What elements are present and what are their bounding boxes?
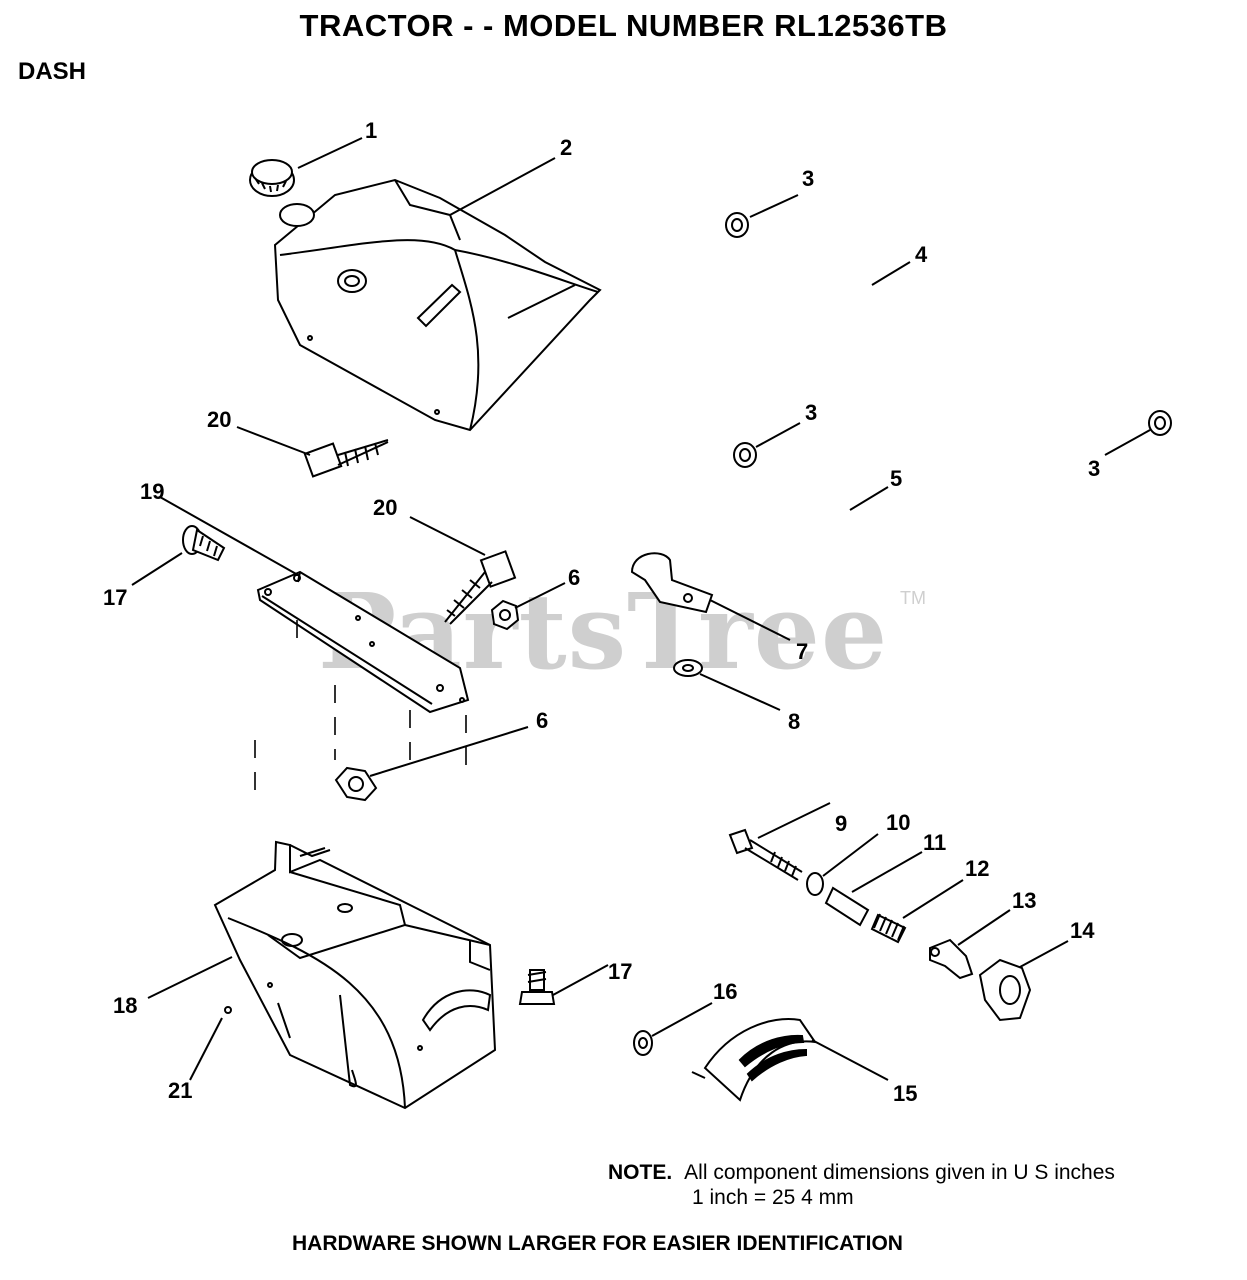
- dimension-note: NOTE. All component dimensions given in U…: [608, 1160, 1115, 1210]
- footer-caption: HARDWARE SHOWN LARGER FOR EASIER IDENTIF…: [292, 1232, 903, 1255]
- callout-17: 17: [103, 585, 127, 610]
- callout-20: 20: [207, 407, 231, 432]
- callout-6: 6: [536, 708, 548, 733]
- part-screw: [303, 439, 517, 625]
- part-washer: [673, 659, 703, 677]
- part-bolt-long: [728, 828, 803, 881]
- part-spacer: [824, 886, 870, 927]
- part-dash-panel: [213, 840, 497, 1110]
- callout-7: 7: [796, 639, 808, 664]
- page-title: TRACTOR - - MODEL NUMBER RL12536TB: [299, 8, 948, 43]
- callout-11: 11: [923, 830, 946, 855]
- part-bolt-lower: [518, 969, 556, 1005]
- callout-15: 15: [893, 1081, 917, 1106]
- callout-4: 4: [915, 242, 928, 267]
- callout-9: 9: [835, 811, 847, 836]
- callout-19: 19: [140, 479, 164, 504]
- part-fuel-tank: [273, 178, 602, 432]
- watermark-tm: TM: [900, 588, 926, 608]
- callout-12: 12: [965, 856, 989, 881]
- callout-16: 16: [713, 979, 737, 1004]
- callout-18: 18: [113, 993, 137, 1018]
- callout-5: 5: [890, 466, 902, 491]
- alignment-lines: [254, 620, 467, 800]
- part-hose-clamp: [725, 212, 1172, 468]
- callout-3: 3: [802, 166, 814, 191]
- part-gas-cap: [249, 159, 295, 197]
- callout-6: 6: [568, 565, 580, 590]
- callout-17: 17: [608, 959, 632, 984]
- part-bracket: [256, 570, 470, 714]
- part-p-clip: [630, 552, 714, 614]
- callout-14: 14: [1070, 918, 1095, 943]
- callout-20: 20: [373, 495, 397, 520]
- callout-1: 1: [365, 118, 377, 143]
- part-washer-small: [806, 872, 824, 896]
- note-line-2: 1 inch = 25 4 mm: [692, 1186, 854, 1209]
- part-clip: [929, 938, 974, 980]
- part-bolt: [182, 525, 226, 562]
- part-lock-nut: [633, 1030, 653, 1056]
- section-title: DASH: [18, 58, 87, 85]
- callout-13: 13: [1012, 888, 1036, 913]
- part-quadrant: [691, 1018, 818, 1102]
- callout-21: 21: [168, 1078, 192, 1103]
- callout-2: 2: [560, 135, 572, 160]
- callout-10: 10: [886, 810, 910, 835]
- part-knob-mount: [978, 958, 1032, 1022]
- part-nut: [334, 599, 520, 802]
- part-pin: [224, 1006, 232, 1014]
- callout-3: 3: [1088, 456, 1100, 481]
- note-label: NOTE.: [608, 1161, 673, 1184]
- part-spring: [870, 913, 907, 944]
- callout-8: 8: [788, 709, 800, 734]
- callout-3: 3: [805, 400, 817, 425]
- note-line-1: All component dimensions given in U S in…: [684, 1161, 1115, 1184]
